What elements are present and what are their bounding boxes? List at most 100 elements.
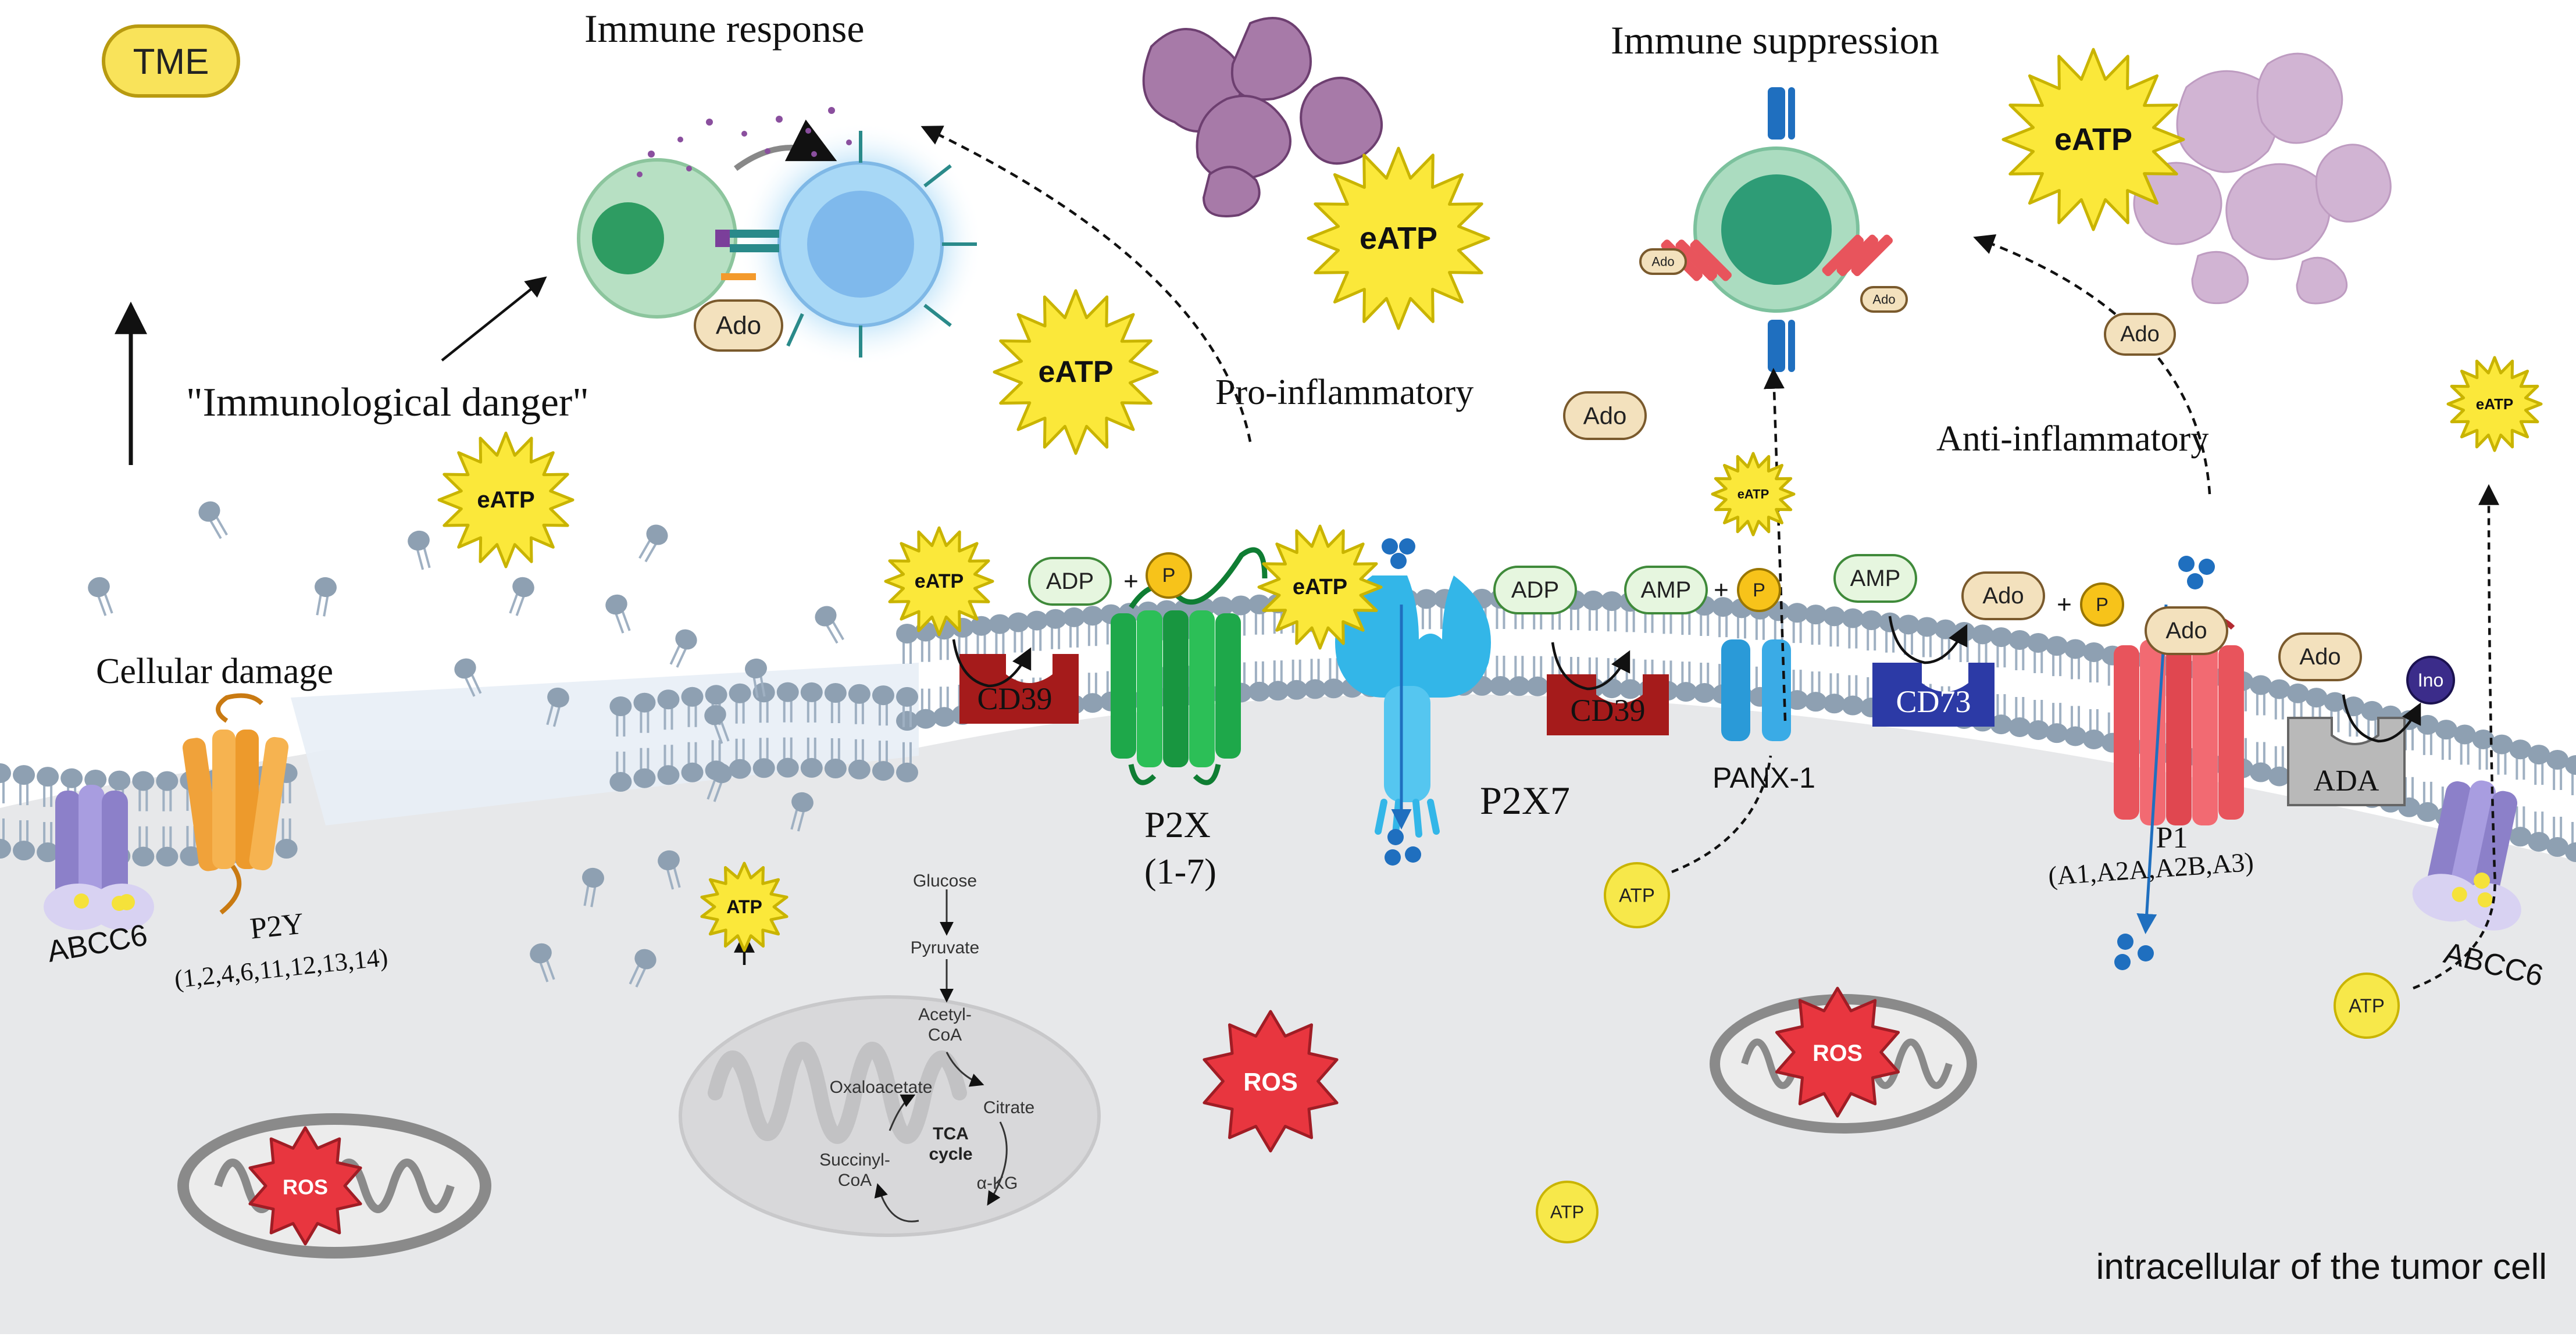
lipid-molecule [1971, 624, 1994, 665]
acetyl-label: Acetyl- [918, 1005, 972, 1024]
inosine-icon [2406, 656, 2455, 705]
plus-sign: + [2057, 591, 2072, 619]
atp-small-icon [2474, 873, 2490, 889]
ado-pill [694, 299, 783, 352]
lipid-molecule [2046, 636, 2068, 677]
lipid-molecule [1026, 610, 1048, 651]
lipid-molecule [989, 614, 1011, 655]
acetyl-coa-label: CoA [928, 1025, 962, 1045]
lipid-molecule [1489, 655, 1512, 696]
adp-pill [1493, 566, 1577, 614]
ion-flux-arrows [1391, 604, 2168, 934]
lipid-molecule [2064, 639, 2086, 680]
eatp-label: eATP [1293, 575, 1347, 599]
lipid-molecule [914, 688, 937, 729]
lipid-molecule [896, 687, 918, 727]
lipid-molecule [2008, 630, 2031, 670]
lipid-molecule [1990, 694, 2013, 735]
lipid-molecule [681, 742, 704, 782]
amp-label: AMP [1850, 566, 1901, 591]
lipid-molecule [2249, 675, 2272, 716]
atp-small-icon [119, 894, 135, 910]
eatp-burst-icon [993, 289, 1159, 455]
free-lipid-molecule [605, 594, 631, 634]
lipid-molecule [1248, 594, 1271, 635]
lipid-molecule [776, 737, 799, 778]
ros-label: ROS [1243, 1068, 1298, 1096]
lipid-molecule [1304, 659, 1326, 699]
free-lipid-molecule [509, 577, 534, 616]
lipid-molecule [1897, 614, 1919, 655]
phosphate-icon [2080, 582, 2124, 627]
eatp-burst-icon [884, 526, 994, 637]
adp-label: ADP [1511, 577, 1559, 603]
amp-pill [1833, 554, 1917, 603]
lipid-molecule [633, 748, 656, 788]
tca-label: TCA [933, 1124, 969, 1143]
lipid-molecule [1081, 673, 1104, 713]
immune-response-title: Immune response [584, 6, 865, 51]
lipid-molecule [2491, 734, 2513, 775]
lipid-molecule [2046, 703, 2068, 743]
atp-burst-label: ATP [726, 896, 762, 917]
lipid-molecule [37, 822, 59, 863]
lipid-molecule [1582, 590, 1604, 631]
lipid-molecule [2027, 699, 2050, 740]
tca-pathway-arrows [874, 889, 1008, 1222]
eatp-burst-icon [2446, 356, 2543, 452]
free-lipid-molecule [707, 763, 732, 802]
immune-suppression-cell [1661, 87, 1893, 372]
succinyl-label: Succinyl- [819, 1150, 890, 1170]
phosphate-label: P [1753, 580, 1765, 600]
lipid-molecule [824, 683, 847, 724]
free-lipid-molecule [669, 629, 697, 668]
free-lipid-molecule [658, 850, 681, 890]
lipid-molecule [2546, 816, 2569, 857]
ado-label: Ado [716, 312, 761, 340]
lipid-molecule [824, 738, 847, 779]
ado-pill [1563, 391, 1647, 440]
tme-badge [102, 24, 240, 98]
eatp-burst-icon [437, 431, 575, 569]
free-lipid-molecule [546, 687, 569, 727]
atp-circle-icon [1536, 1181, 1599, 1243]
pyruvate-label: Pyruvate [911, 938, 979, 957]
cd73-label: CD73 [1896, 684, 1971, 719]
lipid-molecule [1600, 591, 1623, 632]
oxaloacetate-label: Oxaloacetate [830, 1078, 933, 1097]
scattered-lipids [88, 501, 844, 988]
lipid-molecule [752, 738, 775, 778]
ros-label: ROS [1813, 1041, 1863, 1066]
lipid-molecule [1415, 589, 1437, 630]
tme-label: TME [133, 42, 209, 82]
p2y-label: P2Y [248, 907, 305, 945]
cd73-enzyme [1872, 663, 1995, 727]
lipid-molecule [1248, 661, 1271, 702]
lipid-molecule [729, 738, 751, 779]
free-lipid-molecule [815, 606, 844, 644]
free-lipid-molecule [315, 577, 337, 617]
phosphate-icon [1737, 568, 1781, 612]
plus-sign: + [1714, 576, 1729, 605]
lipid-molecule [2082, 642, 2105, 682]
lipid-molecule [1804, 671, 1827, 712]
ado-pill [2145, 606, 2228, 655]
lipid-molecule [2082, 709, 2105, 749]
plus-sign: + [1123, 567, 1139, 596]
lipid-molecule [2268, 679, 2290, 720]
lipid-molecule [729, 683, 751, 724]
ado-label: Ado [1583, 402, 1627, 430]
lipid-molecule [2472, 729, 2495, 770]
ado-pill [2278, 632, 2362, 681]
ado-label: Ado [2299, 644, 2340, 670]
lipid-molecule [1693, 662, 1716, 703]
lipid-molecule [896, 742, 918, 782]
lipid-molecule [657, 745, 680, 785]
lipid-molecule [800, 737, 823, 778]
ado-label: Ado [2120, 322, 2160, 346]
eatp-label: eATP [2476, 395, 2514, 413]
lipid-molecule [1675, 662, 1697, 702]
lipid-molecule [2528, 812, 2550, 852]
free-lipid-molecule [408, 530, 431, 570]
